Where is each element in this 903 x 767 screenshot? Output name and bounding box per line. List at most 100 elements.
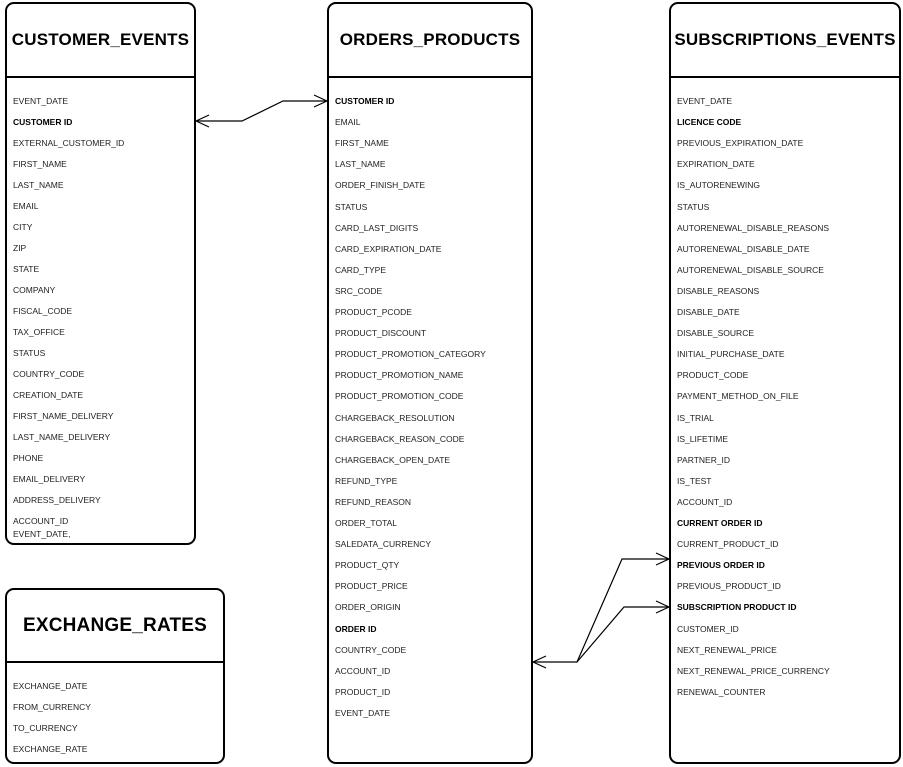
relationship-previous-order-id[interactable] [532,552,670,669]
field-row: IS_TRIAL [677,412,714,423]
relationship-subscription-product-id[interactable] [576,600,670,663]
field-row: EMAIL [13,201,39,211]
field-row: EVENT_DATE [677,96,733,106]
entity-exchange-rates[interactable]: EXCHANGE_RATES EXCHANGE_DATE FROM_CURRENC… [5,588,225,764]
field-row: AUTORENEWAL_DISABLE_DATE [677,243,810,254]
field-row: PRODUCT_PROMOTION_CATEGORY [335,349,486,360]
entity-title: SUBSCRIPTIONS_EVENTS [674,30,896,49]
field-row: ORDER_FINISH_DATE [335,180,426,191]
field-row: REFUND_TYPE [335,475,398,486]
field-row: STATUS [335,201,368,212]
field-row: CARD_LAST_DIGITS [335,222,419,233]
field-row: CURRENT ORDER ID [677,518,763,528]
field-row: IS_LIFETIME [677,433,729,444]
entity-subscriptions-events[interactable]: SUBSCRIPTIONS_EVENTS EVENT_DATE LICENCE C… [669,2,901,764]
field-row: FROM_CURRENCY [13,702,91,712]
field-row: LAST_NAME_DELIVERY [13,432,111,442]
field-row: ACCOUNT_ID [13,516,69,526]
field-row: AUTORENEWAL_DISABLE_REASONS [677,222,830,233]
field-row: EVENT_DATE [335,707,391,718]
field-row: CARD_EXPIRATION_DATE [335,243,442,254]
field-row: PRODUCT_DISCOUNT [335,328,427,339]
field-row: CITY [13,222,33,232]
relationship-customer-id[interactable] [195,94,328,128]
entity-header: CUSTOMER_EVENTS [7,4,194,78]
field-row: AUTORENEWAL_DISABLE_SOURCE [677,264,824,275]
field-row: COUNTRY_CODE [335,644,407,655]
field-row: EXTERNAL_CUSTOMER_ID [13,138,125,148]
field-row: EMAIL_DELIVERY [13,474,86,484]
field-row: ZIP [13,243,27,253]
field-row: ORDER_TOTAL [335,518,398,528]
field-row: CHARGEBACK_OPEN_DATE [335,454,451,465]
field-row: LAST_NAME [335,159,386,170]
field-row: NEXT_RENEWAL_PRICE [677,644,777,655]
field-row: EVENT_DATE [13,96,69,106]
field-row: CHARGEBACK_REASON_CODE [335,433,465,444]
field-row: PARTNER_ID [677,454,731,465]
field-row: PREVIOUS_EXPIRATION_DATE [677,138,804,149]
field-row: ACCOUNT_ID [677,496,733,507]
field-row: STATUS [13,348,46,358]
field-row: NEXT_RENEWAL_PRICE_CURRENCY [677,665,830,676]
field-row: ORDER_ORIGIN [335,602,401,613]
field-row: PAYMENT_METHOD_ON_FILE [677,391,799,402]
field-row: ADDRESS_DELIVERY [13,495,101,505]
entity-orders-products[interactable]: ORDERS_PRODUCTS CUSTOMER ID EMAIL FIRST_NA… [327,2,533,764]
field-row: ORDER ID [335,623,377,634]
field-row: CUSTOMER ID [335,96,395,106]
field-row: PRODUCT_PROMOTION_CODE [335,391,464,402]
field-row: PRODUCT_PCODE [335,307,412,317]
field-row: REFUND_REASON [335,496,412,507]
field-row: ACCOUNT_ID [335,665,391,676]
field-row: CREATION_DATE [13,390,84,400]
field-row: CUSTOMER ID [13,117,73,127]
entity-header: EXCHANGE_RATES [7,590,223,663]
field-row: INITIAL_PURCHASE_DATE [677,349,785,360]
field-row: CARD_TYPE [335,264,387,275]
field-row: PRODUCT_ID [335,686,391,697]
field-row: PRODUCT_PROMOTION_NAME [335,370,464,381]
field-row: SRC_CODE [335,285,383,296]
entity-header: ORDERS_PRODUCTS [329,4,531,78]
field-row: RENEWAL_COUNTER [677,686,766,697]
field-row: DISABLE_SOURCE [677,328,754,339]
field-row: FIRST_NAME [335,138,389,149]
field-row: FIRST_NAME [13,159,67,169]
field-row: EXPIRATION_DATE [677,159,755,170]
field-row: CURRENT_PRODUCT_ID [677,539,779,550]
field-row: TO_CURRENCY [13,723,78,733]
field-row: DISABLE_REASONS [677,285,760,296]
field-row: TAX_OFFICE [13,327,65,337]
field-row: PRODUCT_PRICE [335,581,408,592]
entity-title: EXCHANGE_RATES [22,614,208,636]
field-row: PRODUCT_QTY [335,560,400,571]
entity-title: ORDERS_PRODUCTS [339,30,521,49]
field-row: FISCAL_CODE [13,306,73,316]
field-row: EXCHANGE_DATE [13,681,88,691]
field-row: STATUS [677,201,710,212]
field-row: PREVIOUS_PRODUCT_ID [677,581,781,592]
field-row: PRODUCT_CODE [677,370,749,381]
field-row: IS_AUTORENEWING [677,180,760,191]
field-row: EMAIL [335,117,361,128]
field-row: LAST_NAME [13,180,64,190]
entity-customer-events[interactable]: CUSTOMER_EVENTS EVENT_DATE CUSTOMER ID EXT… [5,2,196,545]
field-row: STATE [13,264,40,274]
field-row: LICENCE CODE [677,117,742,128]
field-row: SUBSCRIPTION PRODUCT ID [677,602,797,613]
field-row: PREVIOUS ORDER ID [677,560,765,571]
entity-header: SUBSCRIPTIONS_EVENTS [671,4,899,78]
field-row: COMPANY [13,285,56,295]
field-row: CHARGEBACK_RESOLUTION [335,412,455,423]
field-row: FIRST_NAME_DELIVERY [13,411,114,421]
field-row: DISABLE_DATE [677,307,740,317]
field-row: CUSTOMER_ID [677,623,739,634]
field-row: EXCHANGE_RATE [13,744,88,754]
entity-title: CUSTOMER_EVENTS [11,30,190,49]
field-row: PHONE [13,453,44,463]
field-row: COUNTRY_CODE [13,369,85,379]
field-row: IS_TEST [677,475,712,486]
field-row: EVENT_DATE, [13,529,71,539]
